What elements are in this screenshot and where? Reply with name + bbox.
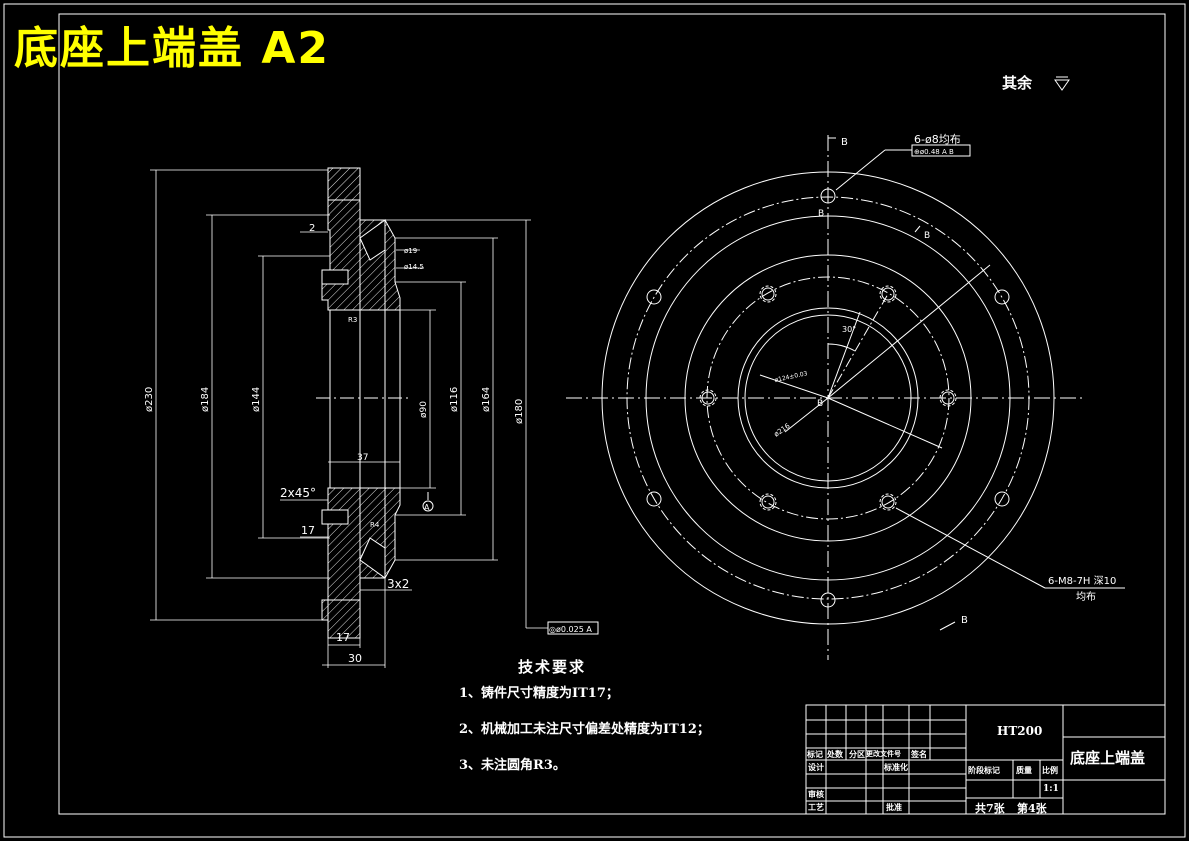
dim-runout: ◎ø0.025 A (549, 625, 592, 634)
tech-requirement-3: 3、未注圆角R3。 (459, 758, 566, 773)
tb-row-label-1: 处数 (827, 749, 843, 759)
dim-d90: ø90 (419, 401, 429, 418)
section-b-center: B (817, 399, 823, 409)
tb-process: 工艺 (808, 802, 824, 812)
tb-stage-label-1: 质量 (1016, 765, 1032, 775)
dim-17a: 17 (301, 524, 315, 537)
dim-lines (150, 169, 548, 668)
tb-row-label-3: 更改文件号 (866, 749, 901, 758)
section-view (150, 167, 599, 668)
tb-stage-label-0: 阶段标记 (968, 765, 1000, 775)
dim-r4: R4 (370, 521, 380, 529)
outer-frame (3, 3, 1186, 838)
section-b-top: B (841, 137, 848, 148)
inner-frame (58, 13, 1166, 815)
tb-standardize: 标准化 (884, 762, 908, 772)
thread-even: 均布 (1076, 591, 1096, 603)
tb-review: 审核 (808, 789, 824, 799)
tech-requirement-1: 1、铸件尺寸精度为IT17； (459, 686, 619, 701)
front-view (566, 135, 1125, 660)
dim-37: 37 (357, 453, 368, 463)
dim-d184: ø184 (200, 387, 211, 412)
dim-chamfer: 2x45° (280, 486, 316, 500)
tb-sheet-no: 第4张 (1017, 802, 1047, 815)
dim-d180: ø180 (514, 399, 525, 424)
title-block (805, 704, 1166, 815)
dim-d230: ø230 (144, 387, 155, 412)
material-label: HT200 (997, 724, 1043, 738)
hole-position-tol: ⊕ø0.48 A B (914, 148, 954, 156)
hole-callout: 6-ø8均布 (914, 133, 961, 146)
dim-2: 2 (309, 223, 315, 234)
section-b-bottom: B (961, 615, 968, 626)
dim-d144: ø144 (251, 387, 262, 412)
threaded-holes (699, 285, 957, 511)
dim-d19: ø19 (404, 247, 417, 255)
dim-d14-5: ø14.5 (404, 263, 424, 271)
dim-pcd: ø124±0.03 (774, 370, 808, 384)
tb-scale: 1:1 (1043, 784, 1059, 794)
part-name-label: 底座上端盖 (1070, 749, 1146, 767)
tb-design: 设计 (808, 762, 824, 772)
roughness-symbol (1054, 76, 1070, 91)
tb-row-label-0: 标记 (807, 749, 823, 759)
dim-d116: ø116 (449, 387, 460, 412)
dim-groove: 3x2 (387, 577, 409, 591)
datum-a-label: A (424, 503, 430, 512)
bolt-holes (646, 188, 1010, 608)
section-view-labels: ø230 ø184 ø144 ø90 ø116 ø164 ø180 2 37 2… (144, 223, 592, 665)
tech-requirement-2: 2、机械加工未注尺寸偏差处精度为IT12； (459, 722, 710, 737)
front-view-labels: B B B B B 6-ø8均布 ⊕ø0.48 A B 30° ø124±0.0… (773, 133, 1117, 626)
dim-d216: ø216 (773, 422, 792, 439)
tb-approve: 批准 (886, 802, 902, 812)
tb-row-label-2: 分区 (849, 749, 865, 759)
tb-sheets: 共7张 (975, 802, 1005, 815)
dim-30: 30 (348, 652, 362, 665)
section-b-right: B (924, 231, 930, 241)
dim-17b: 17 (336, 631, 350, 644)
page-title: 底座上端盖 A2 (14, 23, 330, 74)
tb-row-label-4: 签名 (911, 749, 927, 759)
angle-30: 30° (842, 325, 856, 334)
section-b-mid: B (818, 209, 824, 219)
tb-stage-label-2: 比例 (1042, 765, 1058, 775)
dim-d164: ø164 (481, 387, 492, 412)
thread-callout: 6-M8-7H 深10 (1048, 575, 1116, 587)
rest-roughness-label: 其余 (1002, 74, 1033, 92)
tech-requirements-heading: 技术要求 (518, 658, 587, 676)
dim-r3: R3 (348, 316, 357, 324)
